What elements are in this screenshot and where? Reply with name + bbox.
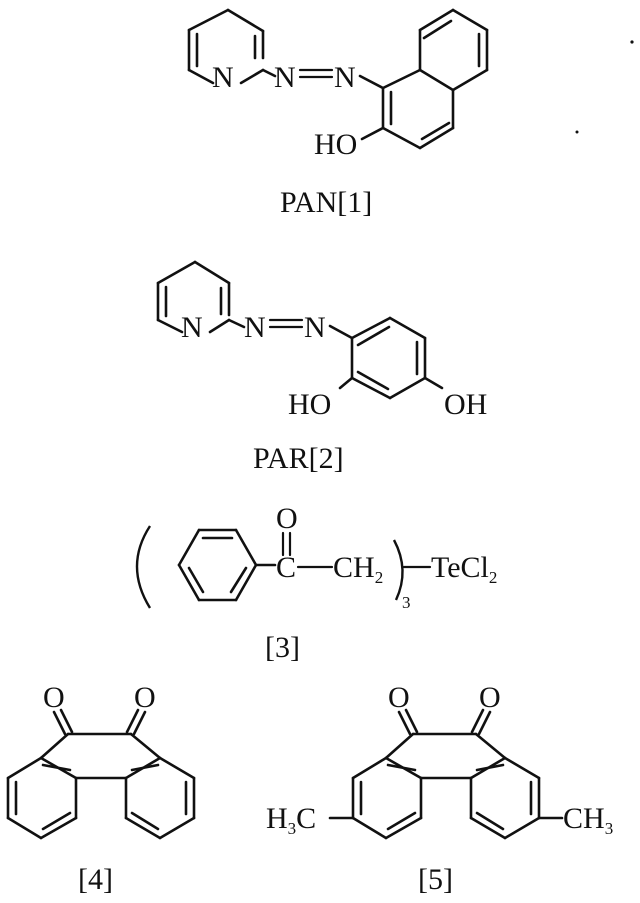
par-benzene-ring: [328, 316, 444, 400]
par-pyridine-ring: [156, 260, 246, 334]
structure-pan: N N N HO PAN[1]: [187, 8, 489, 219]
scan-speck: [575, 130, 579, 134]
par-azo-nitrogen-2: N: [304, 311, 326, 344]
compound-3-caption: [3]: [265, 631, 300, 664]
pan-hydroxyl: HO: [314, 128, 357, 161]
compound-4-phenanthrenequinone-rings: [6, 708, 196, 840]
scan-speck: [630, 40, 634, 44]
compound-5-methyl-left: H3C: [266, 802, 316, 838]
structure-compound-3: O C CH2 3 TeCl2 [3]: [135, 502, 497, 664]
compound-3-left-paren: [135, 525, 152, 609]
compound-3-oxygen: O: [276, 502, 298, 535]
pan-azo-nitrogen-1: N: [274, 61, 296, 94]
pan-azo-nitrogen-2: N: [334, 61, 356, 94]
pan-ring-nitrogen: N: [212, 61, 234, 94]
par-ring-nitrogen: N: [181, 311, 203, 344]
compound-5-methyl-right: CH3: [563, 802, 613, 838]
compound-5-oxygen-left: O: [388, 681, 410, 714]
pan-pyridine-ring: [187, 8, 277, 85]
compound-4-oxygen-right: O: [134, 681, 156, 714]
par-hydroxyl-right: OH: [444, 388, 487, 421]
compound-4-caption: [4]: [78, 863, 113, 896]
compound-4-oxygen-left: O: [43, 681, 65, 714]
compound-3-repeat-count: 3: [402, 593, 411, 612]
structure-compound-4: O O: [6, 681, 196, 896]
compound-5-caption: [5]: [418, 863, 453, 896]
pan-naphthalene-ring: [358, 8, 489, 150]
compound-5-oxygen-right: O: [479, 681, 501, 714]
compound-3-tellurium-dichloride: TeCl2: [431, 551, 497, 587]
compound-3-benzene-ring: [177, 528, 277, 602]
par-azo-nitrogen-1: N: [244, 311, 266, 344]
compound-3-carbon: C: [276, 551, 296, 584]
par-caption: PAR[2]: [253, 442, 344, 475]
structure-par: N N N HO OH PAR[2]: [156, 260, 487, 475]
compound-3-right-paren: [392, 539, 404, 601]
compound-5-dimethylphenanthrenequinone-rings: [328, 708, 564, 840]
compound-3-methylene: CH2: [333, 551, 383, 587]
structure-compound-5: O O: [266, 681, 613, 896]
par-hydroxyl-left: HO: [288, 388, 331, 421]
pan-caption: PAN[1]: [280, 186, 372, 219]
